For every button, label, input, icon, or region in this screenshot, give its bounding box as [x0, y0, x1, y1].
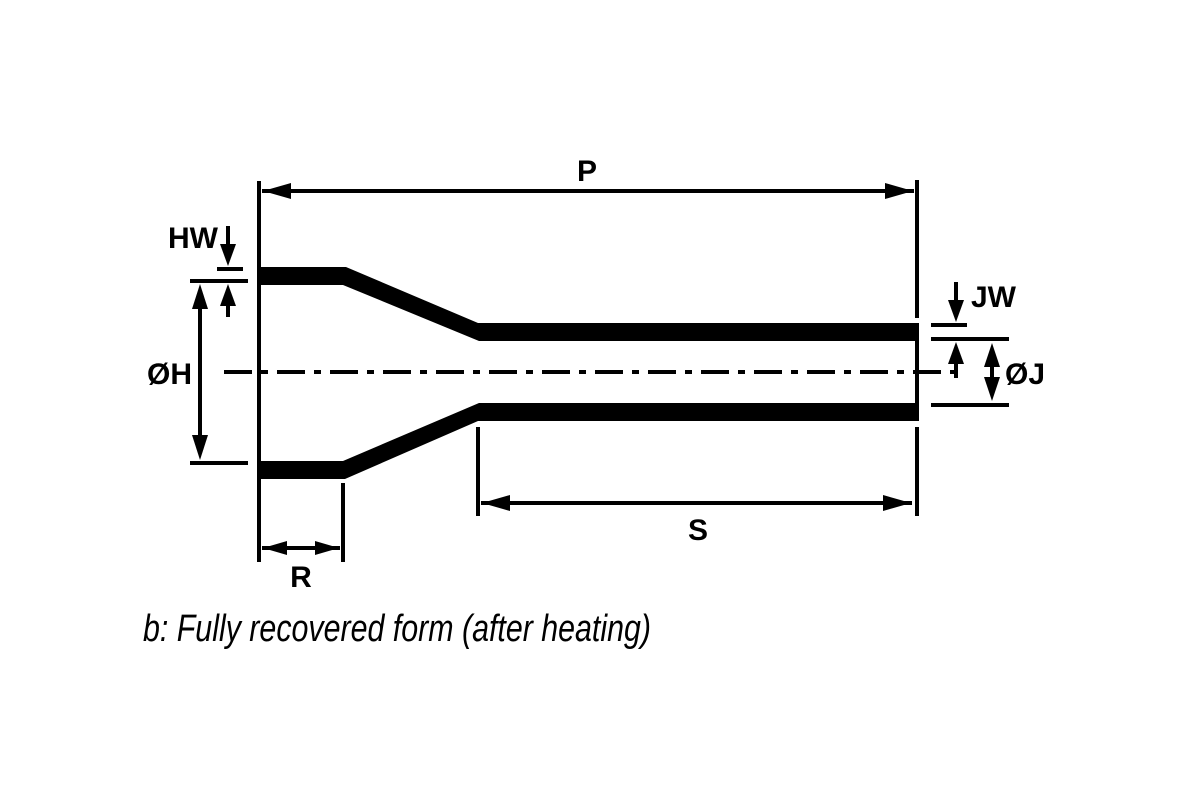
figure-caption: b: Fully recovered form (after heating) [143, 608, 651, 650]
dim-oj-label: ØJ [1005, 358, 1045, 391]
dim-oh-label: ØH [147, 358, 192, 391]
dim-jw-label: JW [971, 281, 1017, 314]
tube-bottom-wall [258, 403, 919, 479]
dim-p-arrowhead-right [885, 183, 913, 199]
dim-hw-arrowhead-down [220, 244, 236, 266]
dim-p-arrowhead-left [263, 183, 291, 199]
dim-jw-arrowhead-down [948, 300, 964, 322]
dim-oj-arrowhead-top [984, 343, 1000, 367]
dim-s-label: S [688, 514, 708, 547]
dim-r-arrowhead-left [263, 541, 287, 555]
dim-hw-arrowhead-up [220, 284, 236, 306]
dim-s-arrowhead-left [482, 495, 510, 511]
dim-oj-arrowhead-bottom [984, 377, 1000, 401]
dim-oh-arrowhead-top [192, 284, 208, 309]
dim-r-label: R [290, 561, 312, 594]
dim-s-arrowhead-right [883, 495, 911, 511]
dim-hw-label: HW [168, 222, 219, 255]
dim-jw-arrowhead-up [948, 342, 964, 364]
tube-top-wall [258, 267, 919, 341]
dim-p-label: P [577, 155, 597, 188]
dim-r-arrowhead-right [315, 541, 339, 555]
dim-oh-arrowhead-bottom [192, 435, 208, 460]
